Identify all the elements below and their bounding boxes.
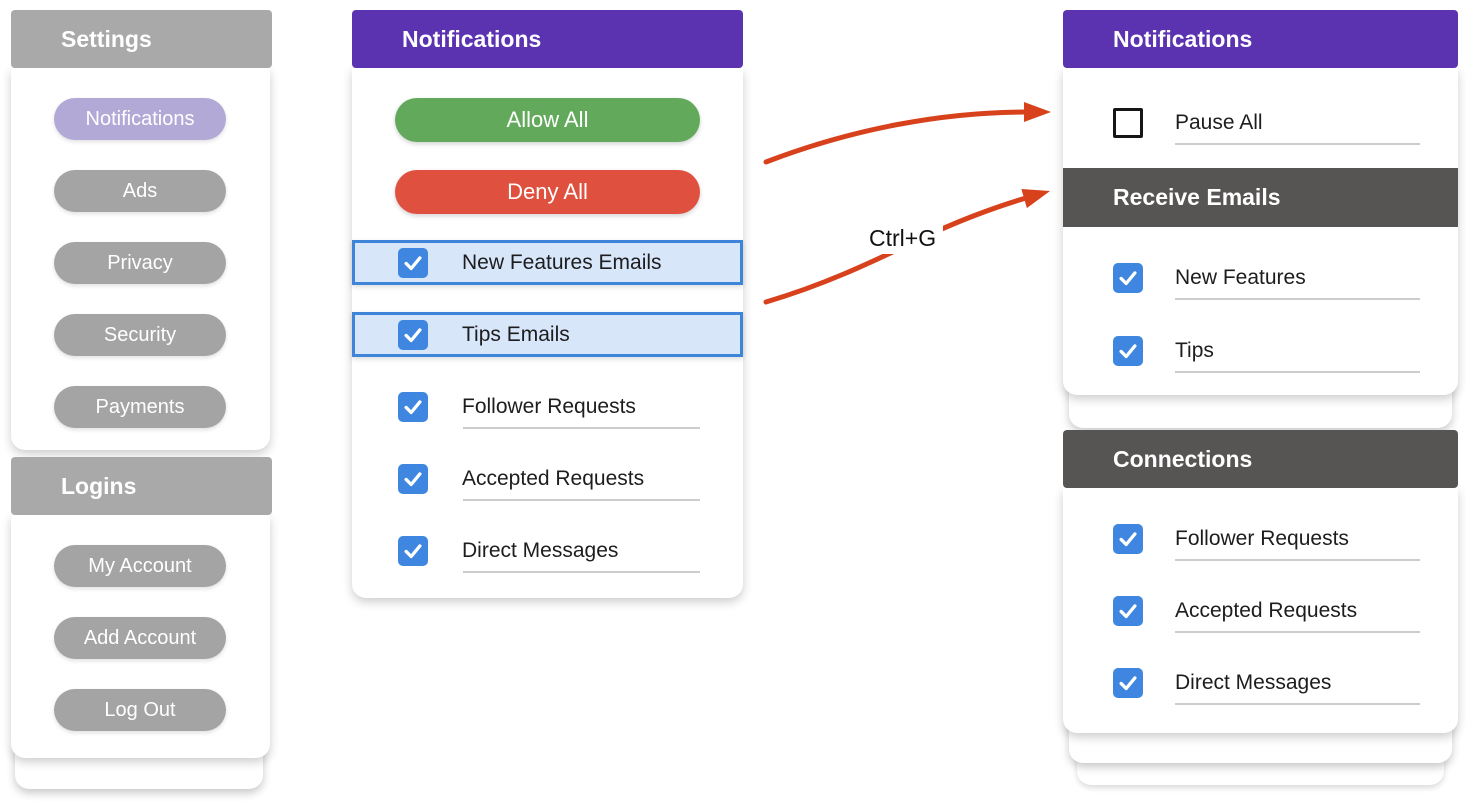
tips-checkbox[interactable] xyxy=(1113,335,1143,366)
checkbox-label: Tips xyxy=(1175,338,1214,362)
checkmark-icon xyxy=(404,255,422,270)
checkmark-icon xyxy=(1119,270,1137,285)
row-follower-requests: Follower Requests xyxy=(352,384,743,429)
checkbox-label: Accepted Requests xyxy=(462,466,645,490)
sidebar-item-add-account[interactable]: Add Account xyxy=(54,617,226,659)
keyboard-shortcut-label: Ctrl+G xyxy=(862,223,944,254)
checkmark-icon xyxy=(1119,531,1137,546)
receive-emails-header-band: Receive Emails xyxy=(1063,168,1458,227)
row-pause-all: Pause All xyxy=(1063,100,1458,145)
row-accepted-requests-result: Accepted Requests xyxy=(1063,588,1458,633)
checkmark-icon xyxy=(1119,343,1137,358)
new-features-emails-checkbox[interactable] xyxy=(398,247,428,278)
settings-header-band: Settings xyxy=(11,10,272,68)
direct-messages-checkbox[interactable] xyxy=(398,535,428,566)
row-direct-messages: Direct Messages xyxy=(352,528,743,573)
checkbox-label: Direct Messages xyxy=(1175,670,1332,694)
notifications-card: Allow All Deny All New Features Emails T… xyxy=(352,68,743,598)
accepted-requests-checkbox[interactable] xyxy=(398,463,428,494)
sidebar-item-log-out[interactable]: Log Out xyxy=(54,689,226,731)
checkbox-label: Pause All xyxy=(1175,110,1263,134)
checkbox-label: Follower Requests xyxy=(462,394,636,418)
sidebar-item-notifications[interactable]: Notifications xyxy=(54,98,226,140)
row-follower-requests-result: Follower Requests xyxy=(1063,516,1458,561)
row-new-features: New Features xyxy=(1063,255,1458,300)
checkmark-icon xyxy=(1119,675,1137,690)
row-tips: Tips xyxy=(1063,328,1458,373)
pause-all-checkbox[interactable] xyxy=(1113,107,1143,138)
follower-requests-checkbox[interactable] xyxy=(398,391,428,422)
result-notifications-card: Pause All Receive Emails New Features Ti… xyxy=(1063,68,1458,395)
row-tips-emails: Tips Emails xyxy=(352,312,743,357)
settings-card: Notifications Ads Privacy Security Payme… xyxy=(11,68,270,450)
checkmark-icon xyxy=(1119,603,1137,618)
connections-card: Follower Requests Accepted Requests Dire… xyxy=(1063,488,1458,733)
checkmark-icon xyxy=(404,327,422,342)
checkbox-label: New Features xyxy=(1175,265,1306,289)
checkmark-icon xyxy=(404,471,422,486)
sidebar-item-security[interactable]: Security xyxy=(54,314,226,356)
follower-requests-result-checkbox[interactable] xyxy=(1113,523,1143,554)
checkbox-label: Direct Messages xyxy=(462,538,619,562)
logins-card: My Account Add Account Log Out xyxy=(11,515,270,758)
notifications-header-band: Notifications xyxy=(352,10,743,68)
checkbox-label: New Features Emails xyxy=(462,250,662,274)
deny-all-button[interactable]: Deny All xyxy=(395,170,700,214)
logins-header-band: Logins xyxy=(11,457,272,515)
row-accepted-requests: Accepted Requests xyxy=(352,456,743,501)
tips-emails-checkbox[interactable] xyxy=(398,319,428,350)
checkbox-label: Follower Requests xyxy=(1175,526,1349,550)
arrow-to-pause-all xyxy=(763,102,1051,165)
row-direct-messages-result: Direct Messages xyxy=(1063,660,1458,705)
row-new-features-emails: New Features Emails xyxy=(352,240,743,285)
sidebar-item-privacy[interactable]: Privacy xyxy=(54,242,226,284)
checkbox-label: Tips Emails xyxy=(462,322,570,346)
sidebar-item-my-account[interactable]: My Account xyxy=(54,545,226,587)
allow-all-button[interactable]: Allow All xyxy=(395,98,700,142)
checkbox-label: Accepted Requests xyxy=(1175,598,1358,622)
checkmark-icon xyxy=(404,399,422,414)
new-features-checkbox[interactable] xyxy=(1113,262,1143,293)
accepted-requests-result-checkbox[interactable] xyxy=(1113,595,1143,626)
direct-messages-result-checkbox[interactable] xyxy=(1113,667,1143,698)
connections-header-band: Connections xyxy=(1063,430,1458,488)
checkmark-icon xyxy=(404,543,422,558)
sidebar-item-payments[interactable]: Payments xyxy=(54,386,226,428)
result-notifications-header-band: Notifications xyxy=(1063,10,1458,68)
sidebar-item-ads[interactable]: Ads xyxy=(54,170,226,212)
